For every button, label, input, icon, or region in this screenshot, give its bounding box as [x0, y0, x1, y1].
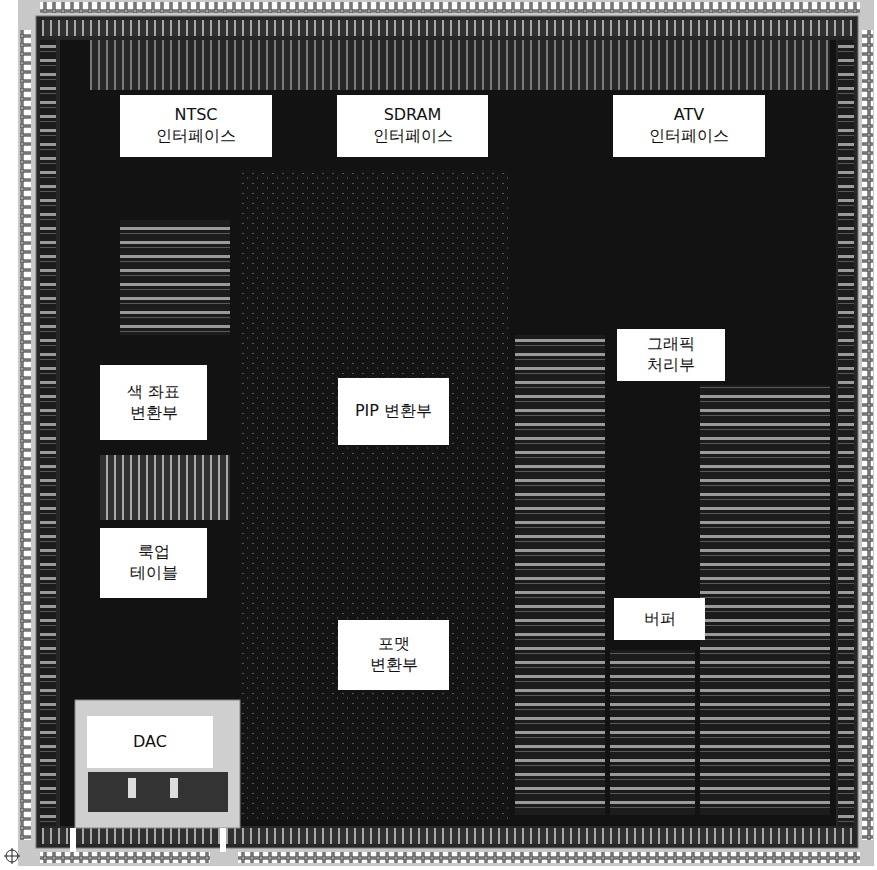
memory-block [515, 335, 605, 815]
block-name: PIP 변환부 [355, 401, 432, 422]
io-cells [40, 40, 56, 826]
block-name: 버퍼 [644, 609, 676, 630]
die-frame [18, 0, 874, 866]
block-label: DAC [87, 716, 213, 768]
block-label: ATV 인터페이스 [613, 95, 765, 157]
block-name: 룩업 테이블 [119, 542, 189, 584]
block-label: 그래픽 처리부 [617, 329, 725, 381]
block-label: 룩업 테이블 [100, 528, 207, 598]
pad-row [40, 2, 860, 13]
dac-area [75, 700, 240, 828]
alignment-mark [4, 848, 20, 864]
block-label: PIP 변환부 [338, 378, 449, 445]
dac-area [170, 778, 178, 798]
block-name: SDRAM 인터페이스 [363, 105, 463, 147]
io-cells [42, 20, 852, 36]
memory-block [700, 385, 830, 815]
block-label: 버퍼 [614, 598, 705, 640]
block-name: DAC [133, 732, 167, 753]
pad-column [862, 30, 873, 840]
block-name: 포맷 변환부 [359, 634, 429, 676]
io-cells [838, 40, 854, 826]
memory-block [100, 455, 230, 520]
dac-lead [220, 828, 226, 852]
block-label: 색 좌표 변환부 [100, 365, 207, 440]
memory-block [610, 650, 695, 815]
dac-lead [70, 828, 76, 852]
memory-block [120, 220, 230, 335]
block-label: NTSC 인터페이스 [120, 95, 272, 157]
block-label: 포맷 변환부 [338, 620, 449, 690]
block-label: SDRAM 인터페이스 [337, 95, 488, 157]
io-cells [42, 828, 852, 844]
block-name: NTSC 인터페이스 [146, 105, 246, 147]
pad-row [238, 852, 860, 863]
dac-area [128, 778, 136, 798]
pad-column [20, 30, 31, 840]
block-name: ATV 인터페이스 [639, 105, 739, 147]
logic-area [240, 170, 510, 820]
logic-area [90, 40, 830, 90]
pad-ring [36, 16, 858, 848]
alignment-mark [4, 848, 20, 864]
block-name: 색 좌표 변환부 [114, 382, 194, 424]
dac-area [88, 772, 228, 812]
pad-row [40, 852, 210, 863]
block-name: 그래픽 처리부 [636, 334, 706, 376]
